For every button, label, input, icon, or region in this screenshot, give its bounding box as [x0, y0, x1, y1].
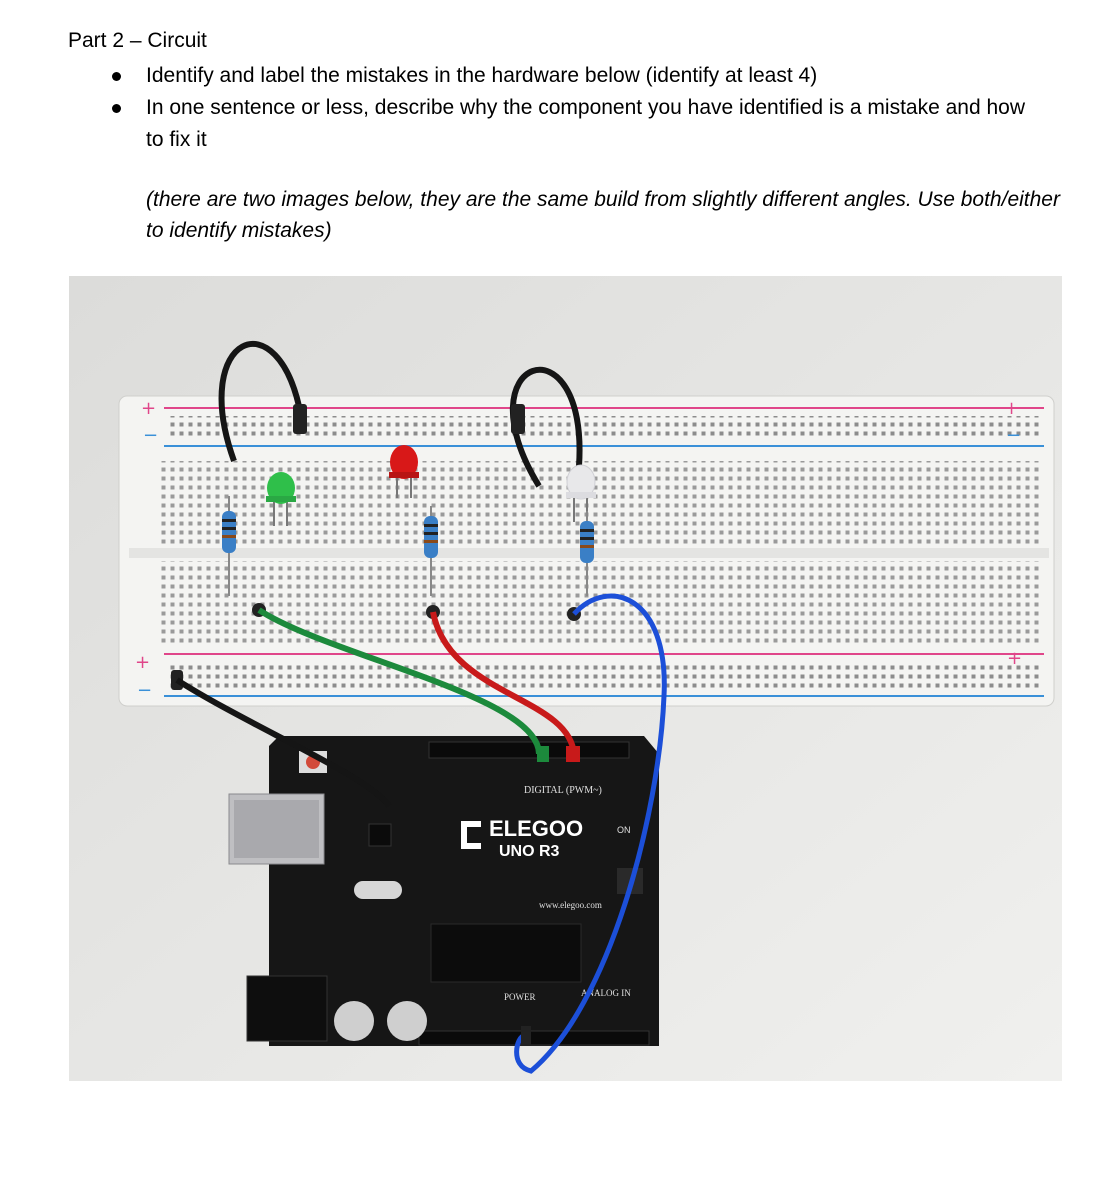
- board-model: UNO R3: [499, 843, 560, 860]
- svg-text:−: −: [1006, 425, 1021, 446]
- svg-text:+: +: [141, 398, 156, 419]
- instruction-item: In one sentence or less, describe why th…: [98, 92, 1048, 156]
- italic-note: (there are two images below, they are th…: [146, 188, 1060, 242]
- green-wire: [257, 607, 542, 755]
- svg-text:+: +: [1007, 648, 1022, 669]
- led-red: [389, 445, 419, 498]
- black-jumper-left: [218, 340, 304, 463]
- on-label: ON: [617, 825, 631, 835]
- red-wire: [430, 611, 577, 755]
- board-brand: ELEGOO: [489, 816, 583, 841]
- section-heading: Part 2 – Circuit: [68, 29, 207, 52]
- bullet-icon: [112, 72, 121, 81]
- board-url: www.elegoo.com: [539, 900, 602, 910]
- led-green: [266, 472, 296, 526]
- digital-label: DIGITAL (PWM~): [524, 785, 602, 796]
- svg-text:+: +: [1004, 398, 1019, 419]
- resistor-middle: [424, 506, 438, 596]
- circuit-photo: + − + − + − +: [69, 276, 1062, 1081]
- svg-text:+: +: [135, 652, 150, 673]
- black-ground-wire: [175, 677, 392, 808]
- blue-wire: [514, 593, 667, 1074]
- bullet-icon: [112, 104, 121, 113]
- instruction-text: Identify and label the mistakes in the h…: [146, 64, 818, 87]
- svg-text:−: −: [143, 425, 158, 446]
- analog-label: ANALOG IN: [581, 988, 631, 998]
- resistor-left: [222, 496, 236, 596]
- svg-text:−: −: [137, 680, 152, 701]
- instruction-item: Identify and label the mistakes in the h…: [98, 60, 1048, 92]
- instruction-list: Identify and label the mistakes in the h…: [98, 60, 1048, 156]
- power-label: POWER: [504, 992, 536, 1002]
- instruction-text: In one sentence or less, describe why th…: [146, 96, 1026, 151]
- black-jumper-right: [509, 366, 583, 488]
- resistor-right: [580, 511, 594, 596]
- arduino-board: ELEGOO UNO R3 DIGITAL (PWM~) www.elegoo.…: [228, 736, 659, 1046]
